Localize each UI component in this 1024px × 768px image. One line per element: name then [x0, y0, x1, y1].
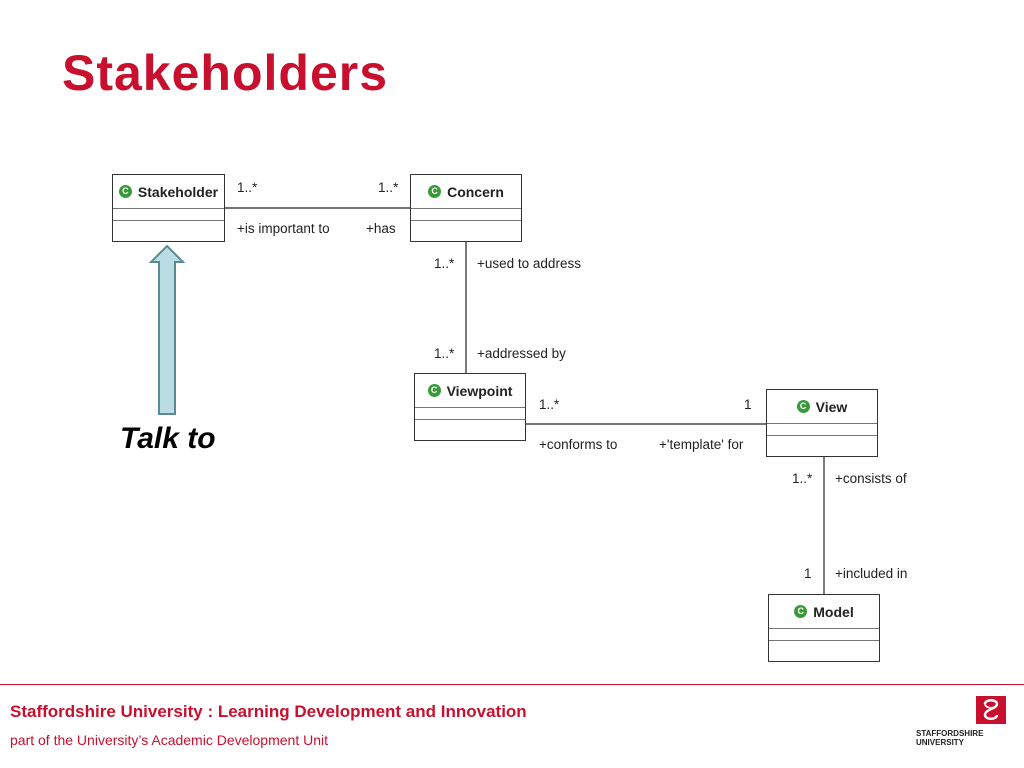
role-label: +consists of — [835, 471, 907, 486]
footer-divider — [0, 684, 1024, 685]
talk-to-annotation: Talk to — [120, 422, 216, 455]
class-header: C Stakeholder — [113, 175, 224, 209]
class-name-view: View — [815, 398, 848, 415]
class-name-viewpoint: Viewpoint — [446, 382, 513, 399]
multiplicity-label: 1..* — [539, 397, 560, 412]
multiplicity-label: 1..* — [237, 180, 258, 195]
role-label: +has — [366, 221, 396, 236]
attributes-compartment — [113, 209, 224, 221]
class-icon: C — [427, 384, 441, 397]
knot-emblem-icon — [976, 696, 1006, 724]
class-header: C Model — [769, 595, 879, 629]
class-icon: C — [796, 400, 810, 413]
class-stakeholder: C Stakeholder — [112, 174, 225, 242]
class-concern: C Concern — [410, 174, 522, 242]
slide-title: Stakeholders — [62, 45, 389, 101]
role-label: +conforms to — [539, 437, 618, 452]
role-label: +included in — [835, 566, 908, 581]
uml-diagram — [148, 207, 825, 594]
attributes-compartment — [767, 424, 877, 436]
class-header: C View — [767, 390, 877, 424]
class-model: C Model — [768, 594, 880, 662]
role-label: +is important to — [237, 221, 330, 236]
class-header: C Viewpoint — [415, 374, 525, 408]
class-name-concern: Concern — [447, 183, 504, 200]
logo-text-line-2: UNIVERSITY — [916, 738, 965, 747]
class-view: C View — [766, 389, 878, 457]
attributes-compartment — [415, 408, 525, 420]
footer-subtitle: part of the University’s Academic Develo… — [10, 732, 328, 748]
multiplicity-label: 1..* — [434, 346, 455, 361]
role-label: +'template' for — [659, 437, 744, 452]
logo-text-line-1: STAFFORDSHIRE — [916, 729, 984, 738]
multiplicity-label: 1 — [744, 397, 752, 412]
multiplicity-label: 1..* — [792, 471, 813, 486]
class-header: C Concern — [411, 175, 521, 209]
class-icon: C — [118, 185, 132, 198]
class-name-model: Model — [813, 603, 854, 620]
multiplicity-label: 1..* — [378, 180, 399, 195]
role-label: +addressed by — [477, 346, 566, 361]
university-logo: STAFFORDSHIRE UNIVERSITY — [910, 694, 1010, 754]
role-label: +used to address — [477, 256, 581, 271]
class-name-stakeholder: Stakeholder — [137, 183, 219, 200]
attributes-compartment — [411, 209, 521, 221]
multiplicity-label: 1..* — [434, 256, 455, 271]
multiplicity-label: 1 — [804, 566, 812, 581]
footer-title: Staffordshire University : Learning Deve… — [10, 702, 527, 721]
class-icon: C — [794, 605, 808, 618]
logo-wordmark: STAFFORDSHIRE UNIVERSITY — [916, 729, 983, 747]
class-icon: C — [428, 185, 442, 198]
class-viewpoint: C Viewpoint — [414, 373, 526, 441]
attributes-compartment — [769, 629, 879, 641]
up-arrow-icon — [148, 244, 186, 415]
